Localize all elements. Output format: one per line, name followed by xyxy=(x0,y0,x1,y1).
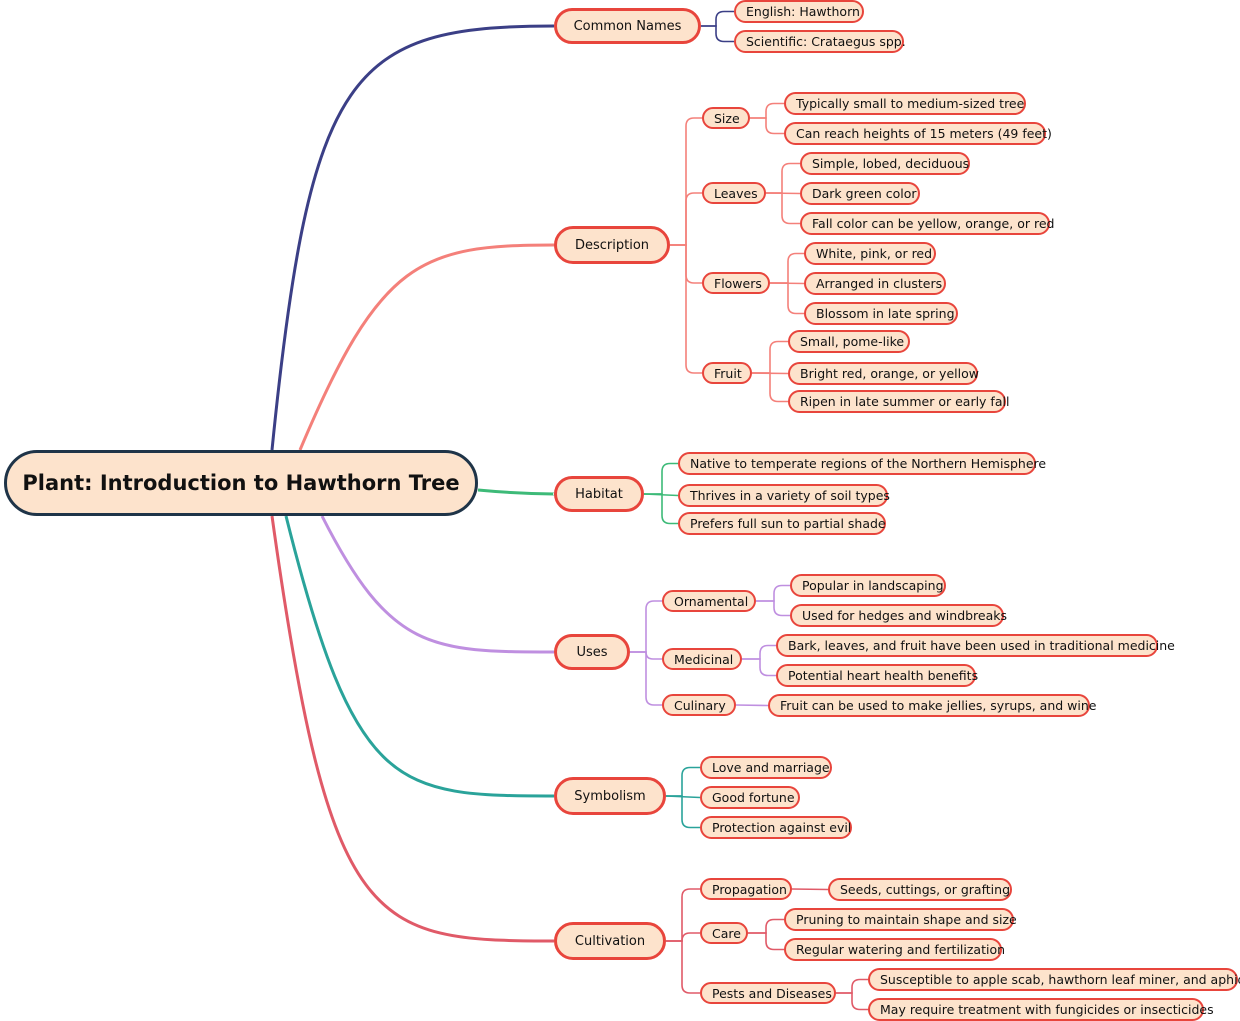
subtopic[interactable]: Medicinal xyxy=(662,648,742,670)
leaf-topic[interactable]: Scientific: Crataegus spp. xyxy=(734,30,906,53)
branch-topic[interactable]: Habitat xyxy=(554,476,644,512)
subtopic[interactable]: Culinary xyxy=(662,694,736,716)
leaf-topic[interactable]: Love and marriage xyxy=(700,756,832,779)
subtopic-connector xyxy=(770,252,804,284)
subtopic[interactable]: Care xyxy=(700,922,748,944)
subtopic-connector xyxy=(752,372,788,403)
leaf-topic[interactable]: Bark, leaves, and fruit have been used i… xyxy=(776,634,1175,657)
subtopic-connector xyxy=(766,192,800,225)
subtopic[interactable]: Flowers xyxy=(702,272,770,294)
leaf-topic[interactable]: Prefers full sun to partial shade xyxy=(678,512,886,535)
branch-connector xyxy=(670,244,702,374)
subtopic-connector xyxy=(750,117,784,135)
subtopic-connector xyxy=(742,644,776,660)
subtopic-connector xyxy=(770,282,804,315)
subtopic-connector xyxy=(836,992,868,1011)
branch-connector xyxy=(630,651,662,706)
subtopic[interactable]: Pests and Diseases xyxy=(700,982,836,1004)
leaf-topic[interactable]: Potential heart health benefits xyxy=(776,664,978,687)
root-connector xyxy=(298,243,555,451)
leaf-topic[interactable]: Popular in landscaping xyxy=(790,574,946,597)
branch-connector xyxy=(666,940,700,994)
subtopic[interactable]: Propagation xyxy=(700,878,792,900)
branch-connector xyxy=(670,117,702,246)
leaf-topic[interactable]: Blossom in late spring xyxy=(804,302,958,325)
leaf-topic[interactable]: Ripen in late summer or early fall xyxy=(788,390,1009,413)
branch-connector xyxy=(630,600,662,653)
subtopic-connector xyxy=(756,600,790,617)
branch-connector xyxy=(666,795,700,829)
leaf-topic[interactable]: Typically small to medium-sized tree xyxy=(784,92,1026,115)
leaf-topic[interactable]: May require treatment with fungicides or… xyxy=(868,998,1214,1021)
leaf-topic[interactable]: Can reach heights of 15 meters (49 feet) xyxy=(784,122,1052,145)
subtopic-connector xyxy=(748,918,784,934)
leaf-topic[interactable]: English: Hawthorn xyxy=(734,0,864,23)
branch-connector xyxy=(644,462,678,495)
subtopic[interactable]: Leaves xyxy=(702,182,766,204)
branch-connector xyxy=(701,10,734,27)
leaf-topic[interactable]: Good fortune xyxy=(700,786,800,809)
leaf-topic[interactable]: Thrives in a variety of soil types xyxy=(678,484,890,507)
subtopic-connector xyxy=(752,340,788,374)
connectors xyxy=(270,10,868,1011)
subtopic-connector xyxy=(791,888,829,891)
leaf-topic[interactable]: Native to temperate regions of the North… xyxy=(678,452,1046,475)
subtopic-connector xyxy=(750,102,784,119)
leaf-topic[interactable]: White, pink, or red xyxy=(804,242,936,265)
leaf-topic[interactable]: Regular watering and fertilization xyxy=(784,938,1005,961)
branch-topic[interactable]: Common Names xyxy=(554,8,701,44)
root-connector xyxy=(284,515,555,798)
branch-topic[interactable]: Symbolism xyxy=(554,777,666,815)
leaf-topic[interactable]: Bright red, orange, or yellow xyxy=(788,362,979,385)
branch-connector xyxy=(644,493,678,525)
subtopic[interactable]: Ornamental xyxy=(662,590,756,612)
branch-topic[interactable]: Uses xyxy=(554,634,630,670)
root-connector xyxy=(270,24,555,451)
subtopic-connector xyxy=(756,584,790,602)
leaf-topic[interactable]: Dark green color xyxy=(800,182,920,205)
leaf-topic[interactable]: Arranged in clusters xyxy=(804,272,946,295)
leaf-topic[interactable]: Seeds, cuttings, or grafting xyxy=(828,878,1012,901)
subtopic-connector xyxy=(748,932,784,951)
leaf-topic[interactable]: Susceptible to apple scab, hawthorn leaf… xyxy=(868,968,1240,991)
leaf-topic[interactable]: Used for hedges and windbreaks xyxy=(790,604,1007,627)
branch-connector xyxy=(666,932,700,942)
leaf-topic[interactable]: Simple, lobed, deciduous xyxy=(800,152,970,175)
leaf-topic[interactable]: Pruning to maintain shape and size xyxy=(784,908,1017,931)
subtopic-connector xyxy=(742,658,776,677)
root-connector xyxy=(477,488,556,496)
subtopic-connector xyxy=(735,704,769,707)
branch-connector xyxy=(666,766,700,797)
leaf-topic[interactable]: Fall color can be yellow, orange, or red xyxy=(800,212,1054,235)
branch-topic[interactable]: Description xyxy=(554,226,670,264)
subtopic[interactable]: Fruit xyxy=(702,362,752,384)
branch-connector xyxy=(701,25,734,43)
root-connector xyxy=(270,515,555,943)
leaf-topic[interactable]: Protection against evil xyxy=(700,816,852,839)
subtopic-connector xyxy=(836,978,868,994)
leaf-topic[interactable]: Small, pome-like xyxy=(788,330,910,353)
branch-topic[interactable]: Cultivation xyxy=(554,922,666,960)
branch-connector xyxy=(666,888,700,942)
subtopic[interactable]: Size xyxy=(702,107,750,129)
root-connector xyxy=(320,515,555,654)
subtopic-connector xyxy=(766,162,800,194)
branch-connector xyxy=(670,192,702,246)
leaf-topic[interactable]: Fruit can be used to make jellies, syrup… xyxy=(768,694,1096,717)
root-topic[interactable]: Plant: Introduction to Hawthorn Tree xyxy=(4,450,478,516)
